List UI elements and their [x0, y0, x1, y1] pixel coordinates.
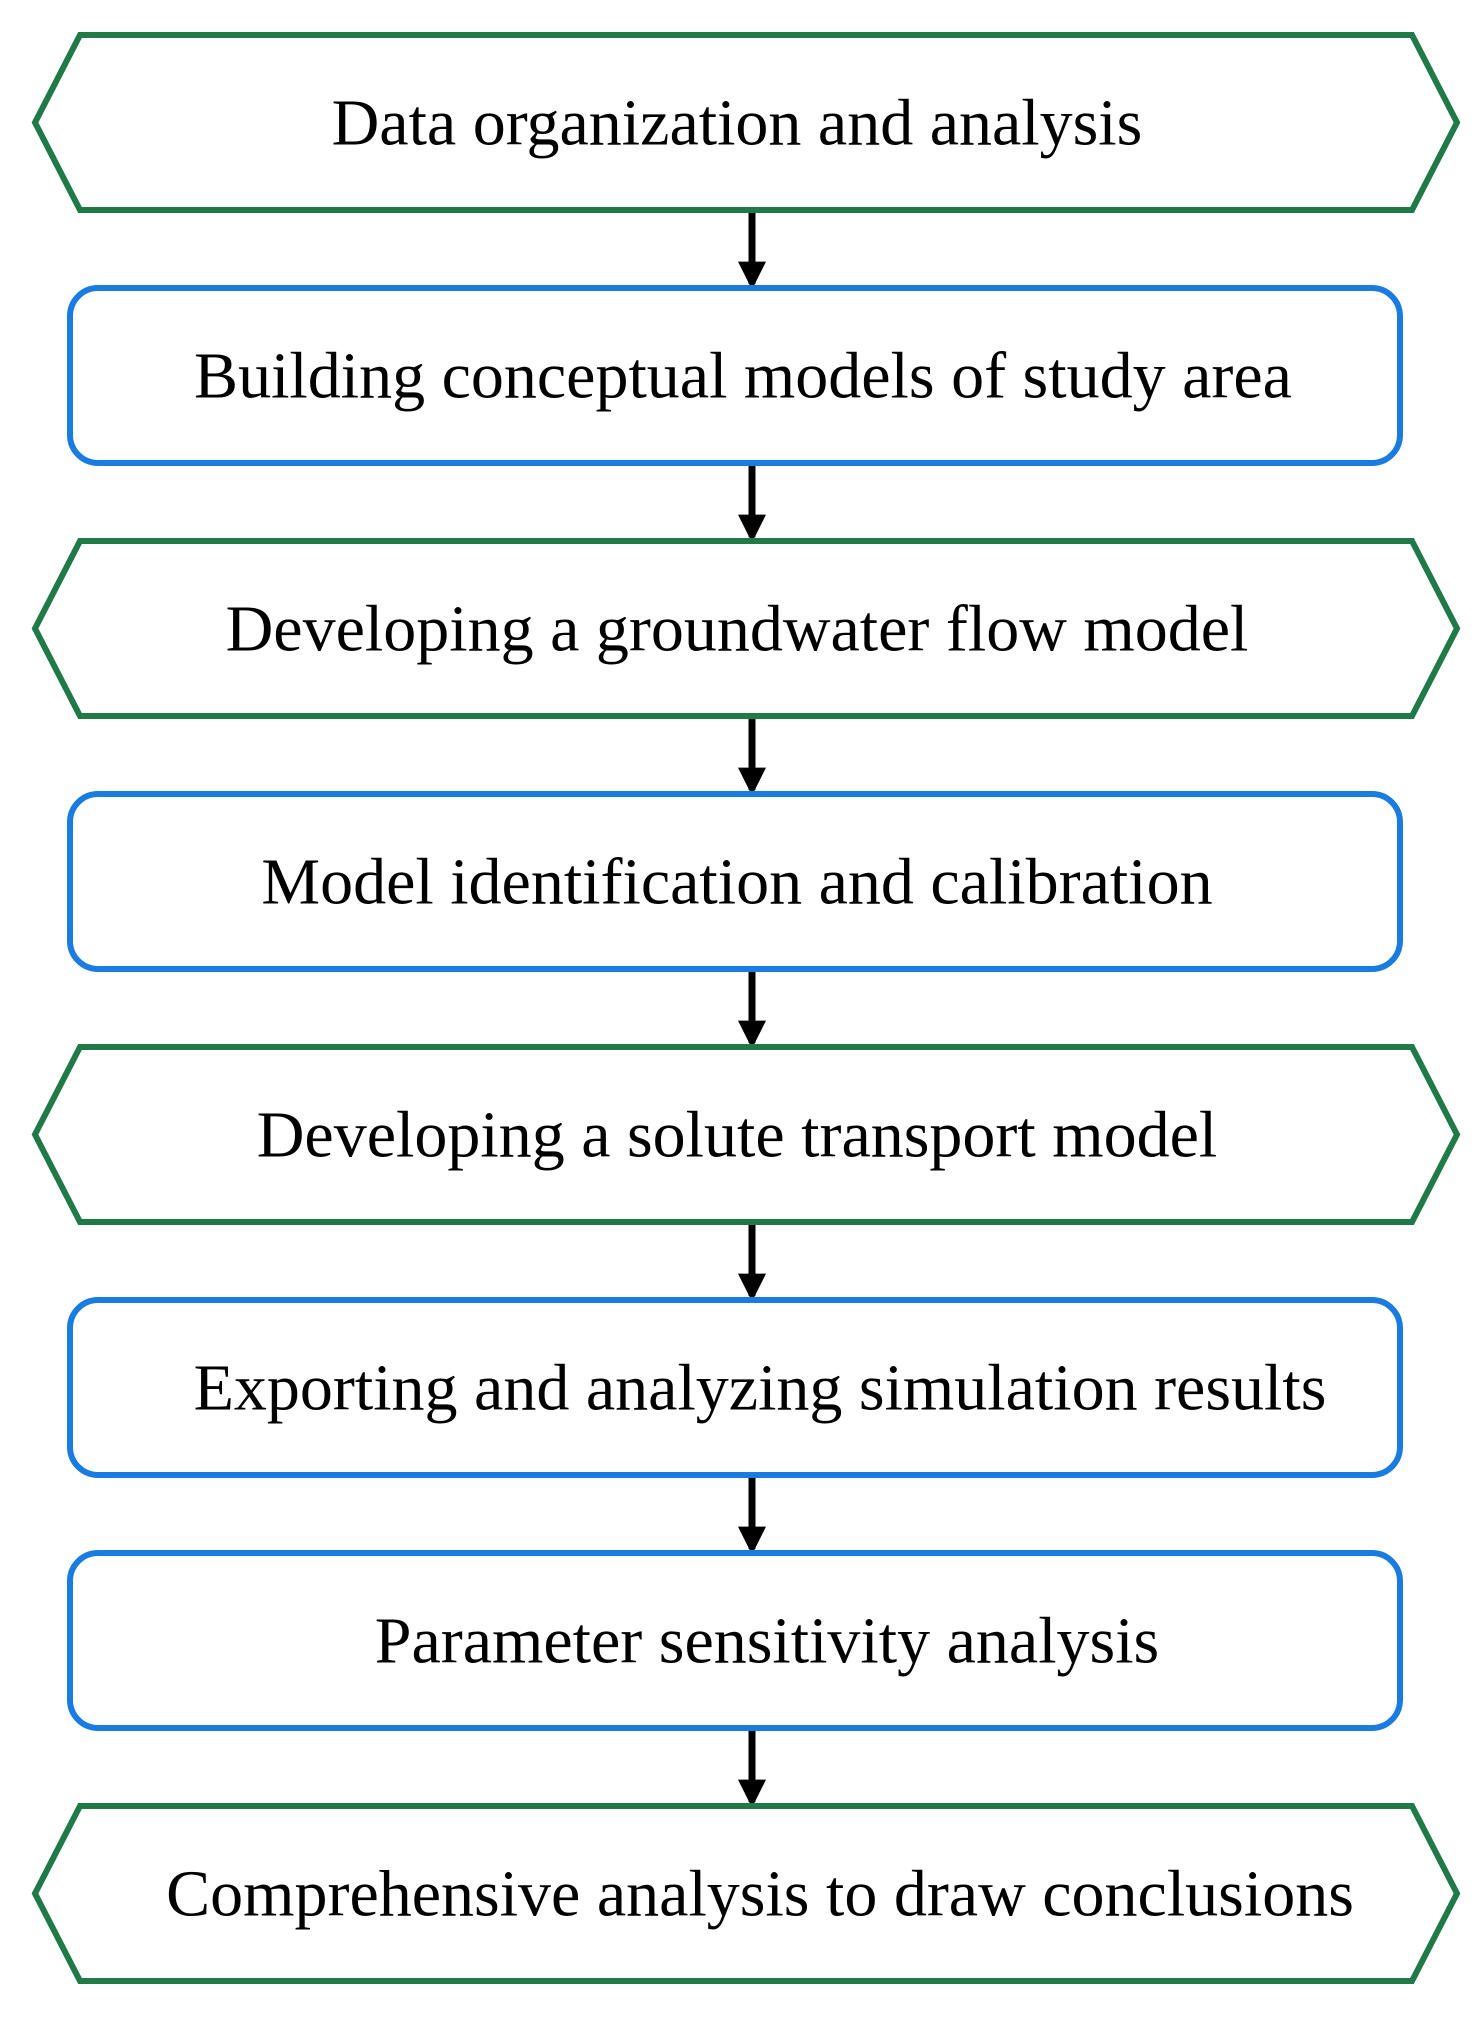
hexagon-step-shape — [31, 32, 1461, 213]
flow-step-label: Model identification and calibration — [261, 846, 1212, 919]
hexagon-step-shape — [31, 538, 1461, 719]
flow-step: Developing a groundwater flow model — [31, 538, 1461, 719]
flow-step-label: Data organization and analysis — [332, 87, 1143, 160]
flow-step: Developing a solute transport model — [31, 1044, 1461, 1225]
flow-step-label: Exporting and analyzing simulation resul… — [194, 1352, 1327, 1425]
flow-step: Data organization and analysis — [31, 32, 1461, 213]
rounded-step-shape — [67, 791, 1403, 972]
flow-step: Comprehensive analysis to draw conclusio… — [31, 1803, 1461, 1984]
flow-step: Exporting and analyzing simulation resul… — [67, 1297, 1403, 1478]
rounded-step-shape — [67, 1297, 1403, 1478]
rounded-step-shape — [67, 1550, 1403, 1731]
hexagon-step-shape — [31, 1044, 1461, 1225]
flow-step: Model identification and calibration — [67, 791, 1403, 972]
flow-step: Parameter sensitivity analysis — [67, 1550, 1403, 1731]
flow-step-label: Developing a solute transport model — [257, 1099, 1217, 1172]
flow-step-label: Parameter sensitivity analysis — [375, 1605, 1160, 1678]
hexagon-step-shape — [31, 1803, 1461, 1984]
rounded-step-shape — [67, 285, 1403, 466]
flow-step: Building conceptual models of study area — [67, 285, 1403, 466]
flow-step-label: Comprehensive analysis to draw conclusio… — [166, 1858, 1354, 1931]
flow-step-label: Building conceptual models of study area — [194, 340, 1292, 413]
flow-step-label: Developing a groundwater flow model — [226, 593, 1249, 666]
